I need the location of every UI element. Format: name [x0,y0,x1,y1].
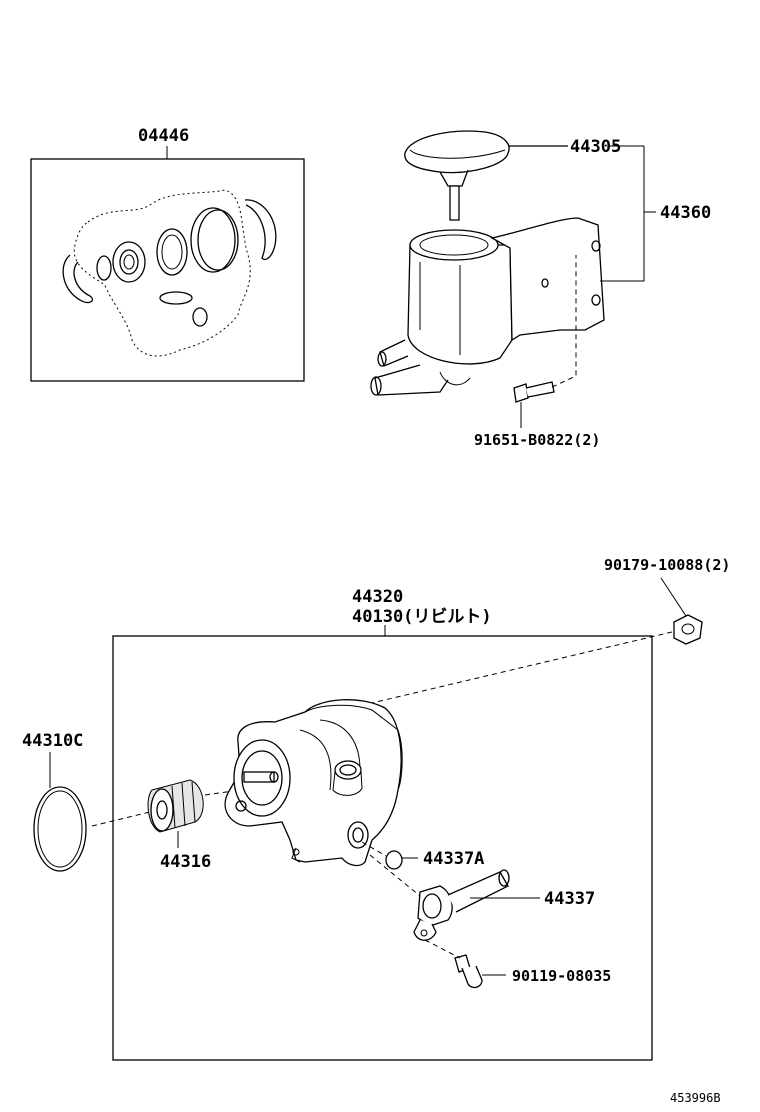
ring-1 [156,228,188,276]
pump-inlet [334,760,362,780]
reservoir-pipe-lower [374,364,449,396]
label-oring-small: 44337A [423,849,484,869]
label-reservoir-bolt: 91651-B0822(2) [474,431,600,449]
small-oring [96,255,112,281]
kit-outline [73,189,251,357]
reservoir-bolt [513,383,529,403]
oring-flat [159,291,193,305]
oil-seal [112,241,146,283]
label-pump: 44320 [352,587,403,607]
pump-frame [112,635,653,1061]
pump-nut [673,614,703,645]
pump-group [33,577,703,1061]
snap-ring-right [244,199,277,261]
label-union-bolt: 90119-08035 [512,967,611,985]
ring-2 [190,207,236,273]
label-reservoir-assembly: 44360 [660,203,711,223]
label-pump-nut: 90179-10088(2) [604,556,730,574]
label-union: 44337 [544,889,595,909]
seal-kit-group [30,146,305,382]
reservoir-cap [404,130,510,174]
illustration-id: 453996B [670,1091,721,1105]
seal-kit-frame [30,158,305,382]
label-oring-large: 44310C [22,731,83,751]
oring-small [385,850,403,870]
reservoir-assembly-bracket-line [600,146,645,282]
oring-large [33,786,87,872]
nut-leader [660,577,687,617]
reservoir-group [370,130,656,428]
oring-tiny [192,307,208,327]
dipstick [449,185,460,221]
label-seal-kit: 04446 [138,126,189,146]
pump-outlet [347,821,369,849]
label-pump-rebuilt: 40130(リビルト) [352,607,492,627]
reservoir-pipe-upper [379,339,409,367]
snap-ring-left [62,254,94,304]
union-pipe [447,871,509,913]
pump-shaft [243,771,275,783]
label-pulley: 44316 [160,852,211,872]
label-cap: 44305 [570,137,621,157]
